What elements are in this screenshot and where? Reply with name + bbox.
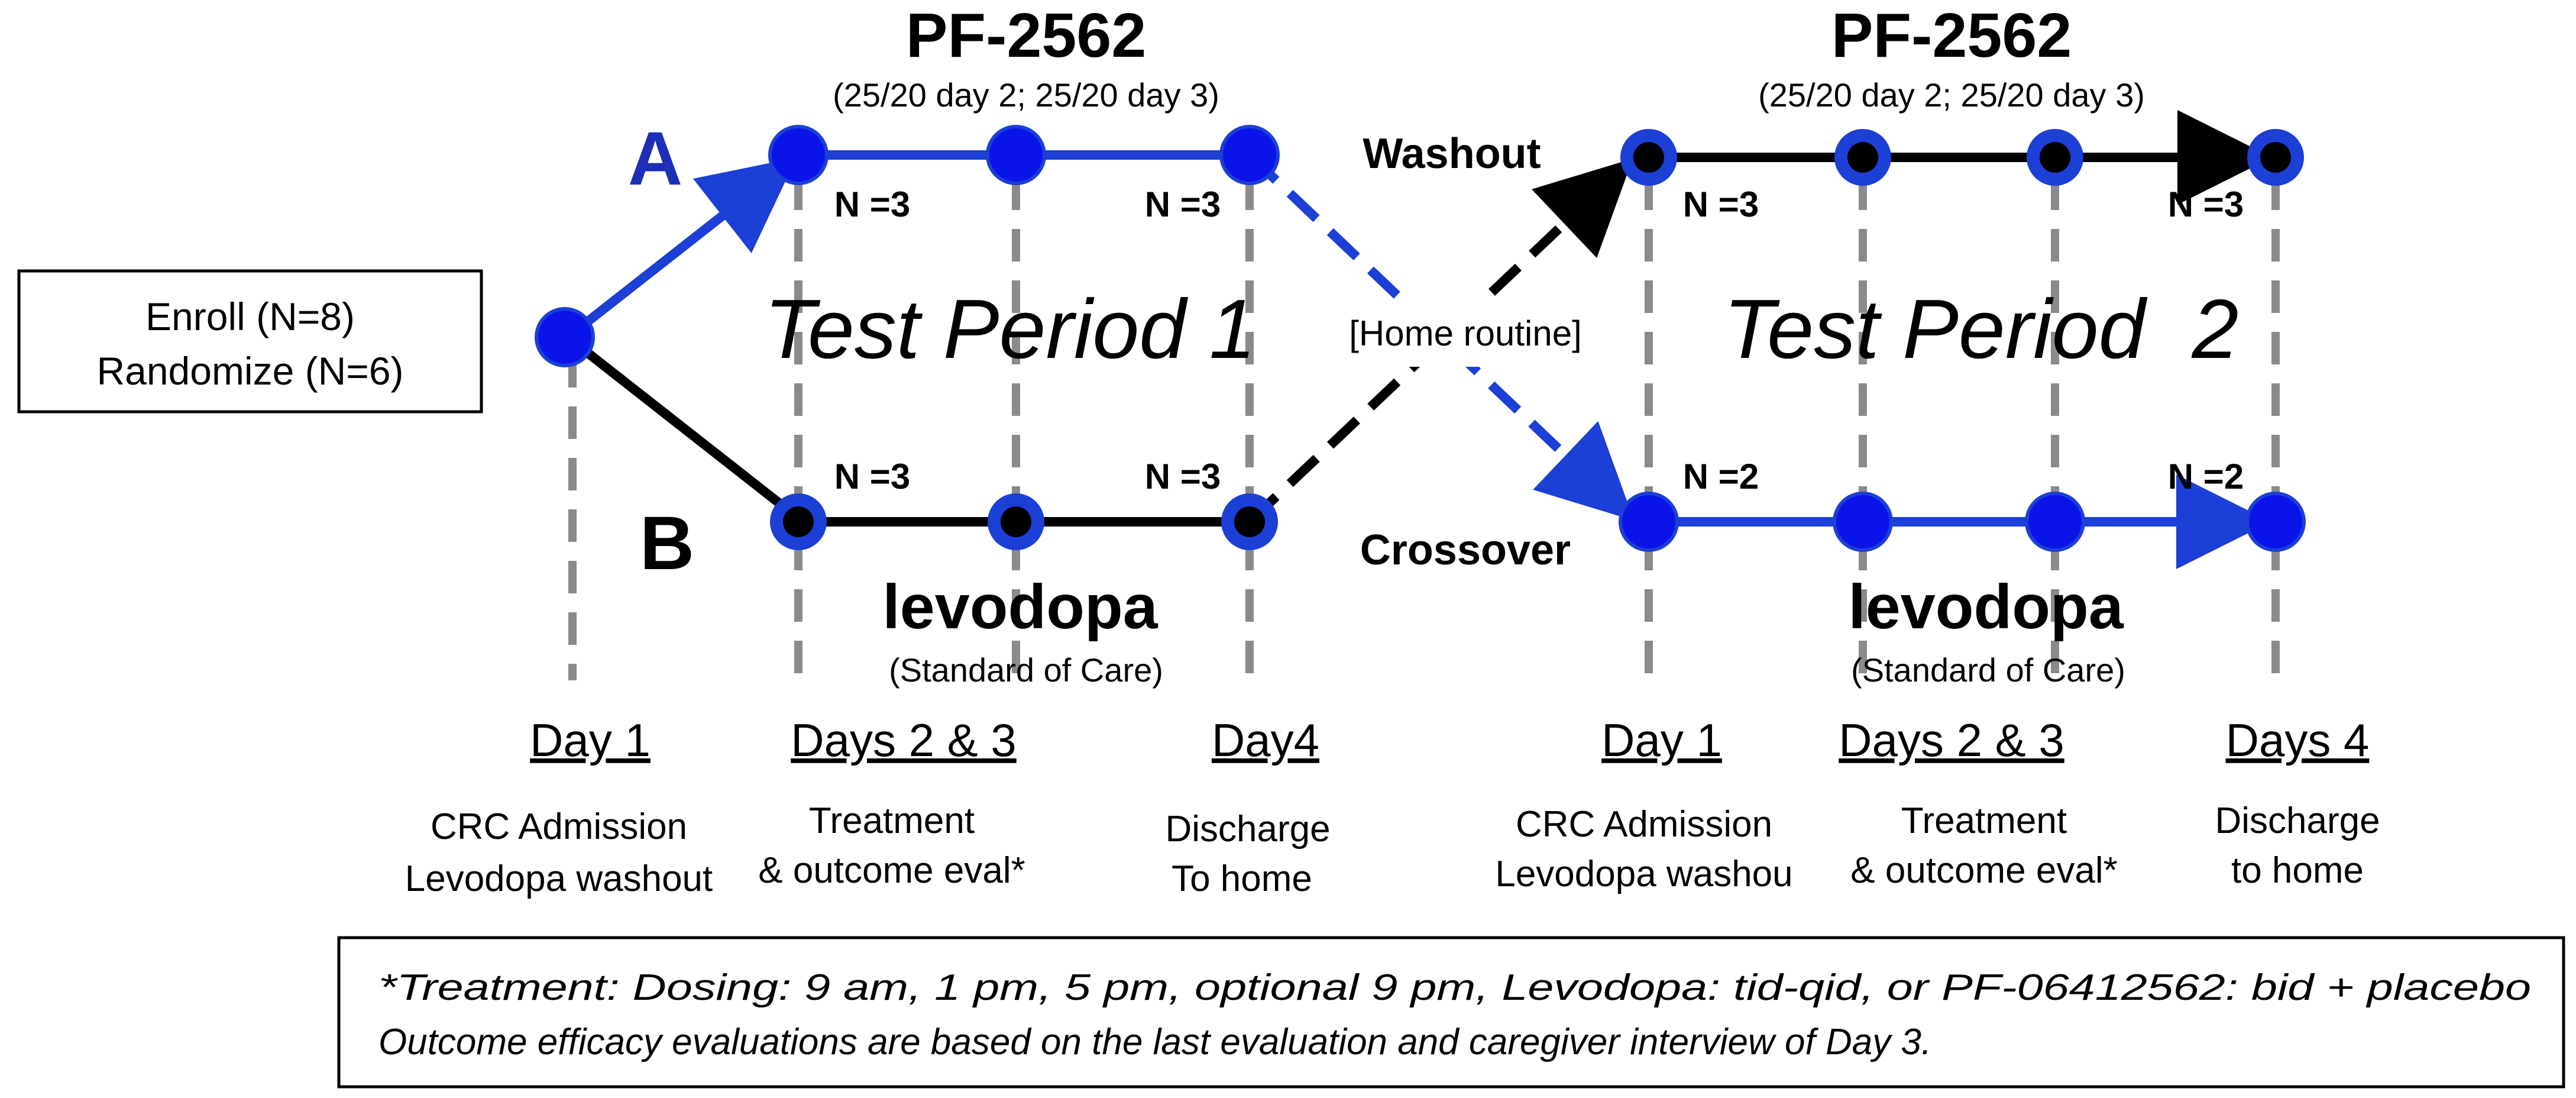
enroll-text: Enroll (N=8): [145, 295, 355, 338]
footnote-line1: *Treatment: Dosing: 9 am, 1 pm, 5 pm, op…: [378, 967, 2531, 1008]
p2-title: Test Period 2: [1724, 282, 2239, 376]
p2-drug-bottom-note: (Standard of Care): [1851, 651, 2125, 689]
n-counts: N =3 N =3 N =3 N =3 N =3 N =3 N =2 N =2: [834, 185, 2244, 496]
randomize-node: [535, 307, 595, 367]
n-count-p2-a-end: N =3: [2168, 185, 2244, 224]
enroll-box: [17, 269, 483, 414]
arm-b-label: B: [640, 501, 694, 586]
day-desc: To home: [1172, 858, 1312, 899]
node-p1-b-day3-core: [1001, 506, 1031, 537]
day-label: Days 2 & 3: [791, 714, 1017, 766]
footnote-line2: Outcome efficacy evaluations are based o…: [378, 1022, 1931, 1063]
day-desc: Treatment: [1901, 800, 2067, 841]
day-guide-lines: [568, 177, 2280, 680]
randomize-arm-a-arrow: [565, 157, 797, 341]
p2-drug-bottom-name: levodopa: [1848, 572, 2124, 642]
node-p1-b-day4-core: [1234, 506, 1265, 537]
n-count-p1-a-end: N =3: [1145, 185, 1221, 224]
n-count-p1-a-start: N =3: [834, 185, 910, 224]
arm-a-label: A: [628, 117, 682, 201]
crossover-label: Crossover: [1360, 527, 1571, 574]
p1-title: Test Period 1: [764, 282, 1255, 376]
day-label: Day 1: [1601, 714, 1722, 766]
p1-drug-top-dose: (25/20 day 2; 25/20 day 3): [833, 76, 1219, 114]
n-count-p1-b-start: N =3: [834, 457, 910, 496]
day-desc: Levodopa washou: [1495, 854, 1792, 894]
day-label: Days 4: [2226, 714, 2370, 766]
node-p2-b-day1: [1619, 492, 1679, 552]
node-p2-b-day2: [1833, 492, 1893, 552]
n-count-p2-b-end: N =2: [2168, 457, 2244, 496]
day-label: Day 1: [530, 714, 651, 766]
day-desc: Levodopa washout: [405, 858, 713, 899]
randomize-text: Randomize (N=6): [96, 349, 403, 393]
day-desc: & outcome eval*: [1850, 850, 2117, 891]
node-p1-a-day2: [768, 125, 829, 185]
footnote-box: [337, 936, 2565, 1089]
timeline-nodes: [535, 125, 2306, 552]
n-count-p1-b-end: N =3: [1145, 457, 1221, 496]
node-p2-a-day4-core: [2260, 142, 2291, 173]
home-routine-label: [Home routine]: [1349, 314, 1582, 353]
day-labels: Day 1 CRC Admission Levodopa washout Day…: [405, 714, 2380, 899]
node-p1-a-day3: [986, 125, 1046, 185]
n-count-p2-a-start: N =3: [1683, 185, 1759, 224]
node-p2-b-day4: [2245, 492, 2306, 552]
node-p2-b-day3: [2025, 492, 2085, 552]
day-desc: to home: [2231, 850, 2364, 891]
day-desc: Treatment: [809, 800, 975, 841]
node-p1-b-day2-core: [783, 506, 814, 537]
day-desc: CRC Admission: [431, 806, 687, 847]
randomize-arm-b-line: [565, 333, 795, 518]
p2-drug-top-dose: (25/20 day 2; 25/20 day 3): [1758, 76, 2145, 114]
home-routine-bg: [1323, 302, 1607, 367]
p1-drug-bottom-note: (Standard of Care): [889, 651, 1163, 689]
node-p2-a-day1-core: [1633, 142, 1664, 173]
node-p2-a-day3-core: [2040, 142, 2070, 173]
p1-drug-top-name: PF-2562: [906, 1, 1147, 70]
day-desc: CRC Admission: [1516, 804, 1772, 845]
day-label: Days 2 & 3: [1839, 714, 2064, 766]
node-p2-a-day2-core: [1847, 142, 1878, 173]
node-p1-a-day4: [1219, 125, 1280, 185]
washout-label: Washout: [1363, 130, 1541, 177]
p1-drug-bottom-name: levodopa: [882, 572, 1158, 642]
n-count-p2-b-start: N =2: [1683, 457, 1759, 496]
day-label: Day4: [1212, 714, 1319, 766]
day-desc: Discharge: [2215, 800, 2380, 841]
day-desc: Discharge: [1165, 809, 1330, 850]
day-desc: & outcome eval*: [758, 850, 1025, 891]
p2-drug-top-name: PF-2562: [1831, 1, 2072, 70]
